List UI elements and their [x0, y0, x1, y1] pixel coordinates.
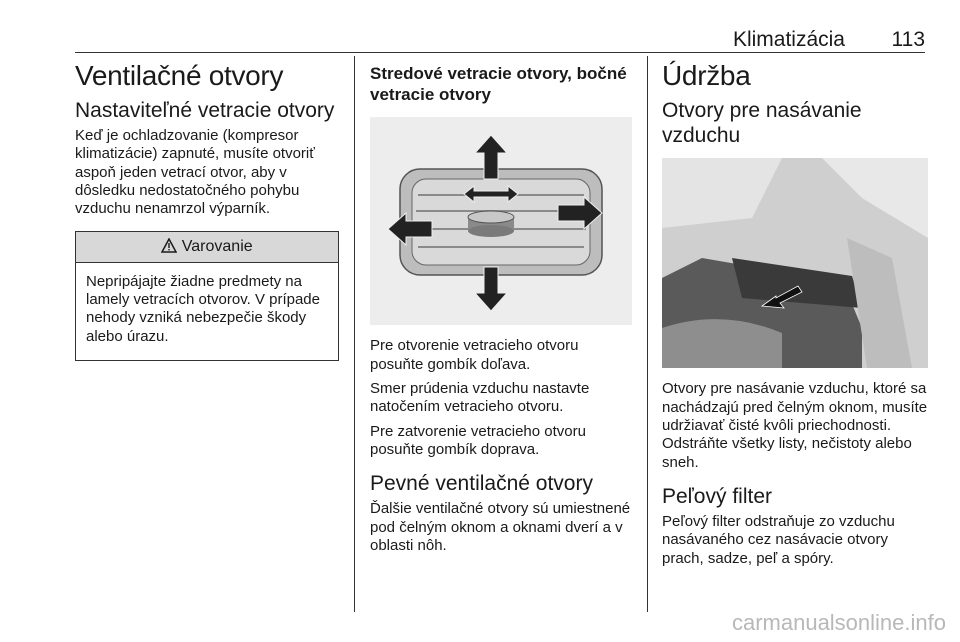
knob-slide-arrow-icon	[463, 185, 519, 204]
heading-fixed-vents: Pevné ventilačné otvory	[370, 472, 593, 496]
paragraph-pollen-filter: Peľový filter odstraňuje zo vzduchu nasá…	[662, 513, 895, 567]
vent-illustration	[370, 117, 632, 326]
warning-triangle-icon	[161, 237, 178, 253]
warning-text: Nepripájajte žiadne predmety na lamely v…	[86, 272, 320, 345]
intake-pointer-arrow-icon	[760, 285, 803, 309]
heading-pollen-filter: Peľový filter	[662, 484, 772, 508]
warning-header: Varovanie	[76, 231, 338, 263]
vent-diagram	[387, 134, 603, 313]
column-divider-1	[354, 56, 355, 612]
air-intake-photo	[662, 158, 928, 369]
section-heading-ventilation: Ventilačné otvory	[75, 60, 284, 91]
warning-box: Varovanie Nepripájajte žiadne predmety n…	[75, 230, 339, 361]
subheading-adjustable-vents: Nastaviteľné vetracie otvory	[75, 99, 335, 122]
column-3: Údržba Otvory pre nasávanie vzduchu Otvo…	[662, 56, 928, 574]
column-divider-2	[647, 56, 648, 612]
vent-knob	[467, 210, 515, 238]
column-1: Ventilačné otvory Nastaviteľné vetracie …	[75, 56, 341, 361]
paragraph-close-vent: Pre zatvorenie vetracieho otvoru posuňte…	[370, 422, 586, 458]
arrow-up-icon	[473, 134, 509, 180]
watermark: carmanualsonline.info	[731, 610, 946, 635]
chapter-title: Klimatizácia	[732, 28, 845, 51]
arrow-down-icon	[473, 266, 509, 313]
subheading-air-intake: Otvory pre nasávanie vzduchu	[662, 99, 862, 148]
paragraph-air-intake: Otvory pre nasávanie vzduchu, ktoré sa n…	[662, 380, 928, 471]
arrow-right-icon	[557, 196, 603, 231]
page-header: Klimatizácia 113	[75, 20, 925, 53]
heading-center-side-vents: Stredové vetracie otvory, bočné vetracie…	[370, 64, 627, 104]
intro-paragraph: Keď je ochladzovanie (kompresor klimatiz…	[75, 127, 315, 218]
page-number: 113	[891, 28, 925, 51]
paragraph-fixed-vents: Ďalšie ventilačné otvory sú umiestnené p…	[370, 500, 631, 555]
column-2: Stredové vetracie otvory, bočné vetracie…	[370, 56, 632, 561]
paragraph-adjust-direction: Smer prúdenia vzduchu nastavte natočením…	[370, 380, 590, 416]
section-heading-maintenance: Údržba	[662, 60, 751, 91]
arrow-left-icon	[387, 212, 433, 247]
warning-title: Varovanie	[181, 237, 253, 255]
paragraph-open-vent: Pre otvorenie vetracieho otvoru posuňte …	[370, 337, 579, 373]
engine-bay-illustration	[662, 158, 928, 369]
